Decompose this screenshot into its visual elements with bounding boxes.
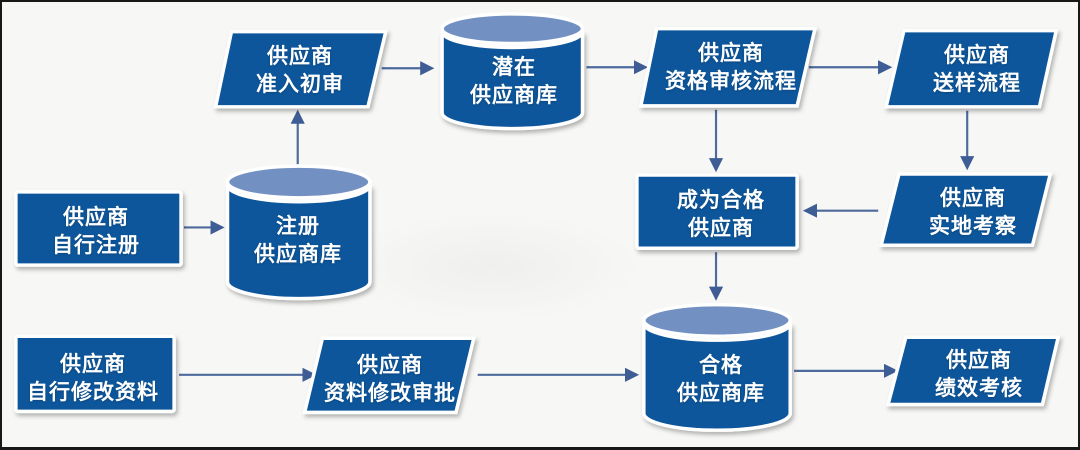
node-shape-potential-supplier-db [440, 12, 585, 131]
arrows [179, 60, 975, 382]
node-shape-info-modification-approval [302, 336, 476, 415]
watermark-smudge [342, 212, 642, 322]
node-shape-qualification-review-process [638, 26, 818, 108]
node-shape-qualified-supplier-db [642, 302, 792, 432]
node-shape-self-registration [14, 190, 183, 267]
node-shape-self-modify-info [14, 334, 176, 414]
node-shape-sample-submission-process [883, 28, 1059, 109]
node-shape-become-qualified-supplier [635, 173, 799, 250]
node-shape-performance-assessment [885, 335, 1061, 407]
node-shape-site-inspection [878, 172, 1053, 247]
node-shape-admission-initial-review [213, 29, 388, 109]
node-shape-registered-supplier-db [225, 164, 372, 301]
